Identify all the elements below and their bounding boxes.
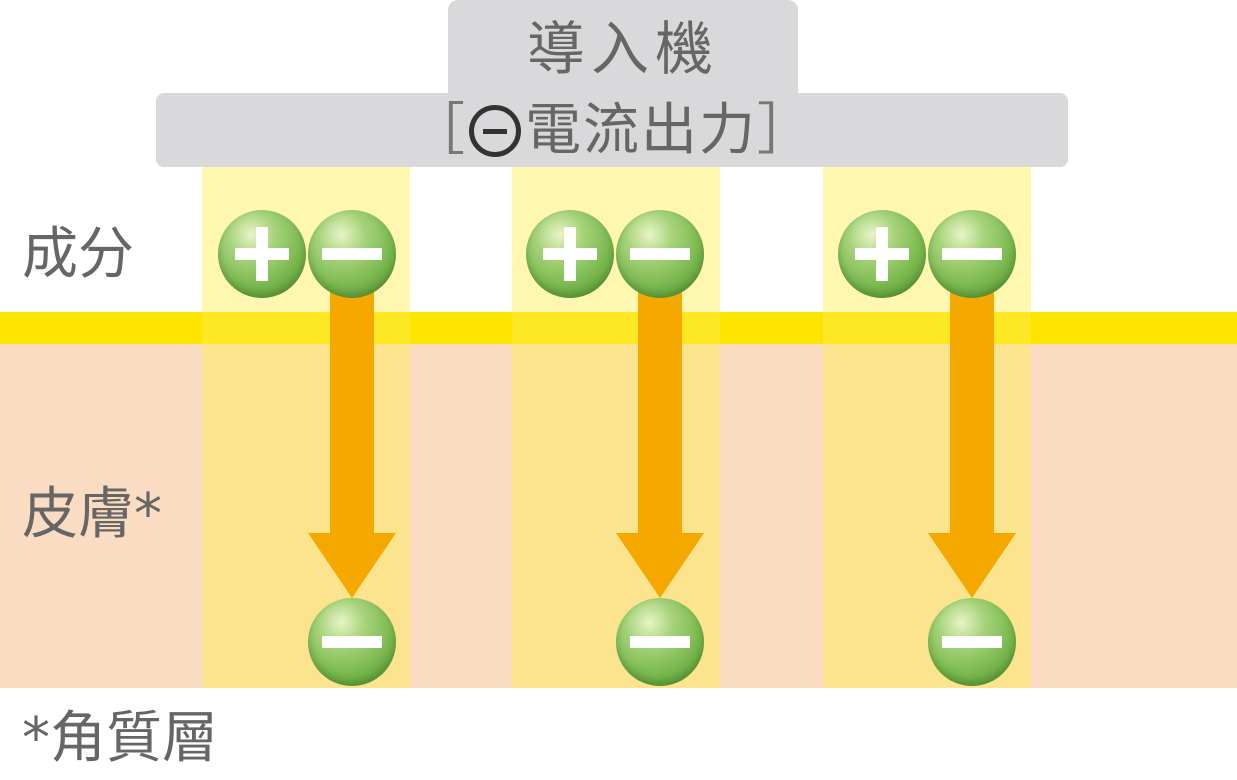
plus-icon — [838, 210, 926, 298]
device-title: 導入機 — [526, 15, 719, 83]
minus-icon — [928, 210, 1016, 298]
subtitle-open-bracket: ［ — [409, 98, 467, 163]
minus-icon — [928, 598, 1016, 686]
footnote-label: *角質層 — [22, 706, 218, 771]
ionto-device — [0, 0, 1237, 167]
ingredient-label: 成分 — [22, 222, 134, 287]
subtitle-close-bracket: ］ — [757, 98, 815, 163]
minus-icon — [308, 598, 396, 686]
skin-surface-line — [0, 312, 1237, 344]
minus-icon — [308, 210, 396, 298]
device-bottom-panel — [156, 93, 1068, 167]
plus-icon — [218, 210, 306, 298]
device-subtitle: ［ 電流出力 ］ — [156, 96, 1068, 166]
plus-icon — [526, 210, 614, 298]
minus-icon — [616, 598, 704, 686]
minus-in-circle-icon — [469, 105, 521, 157]
skin-label: 皮膚* — [22, 482, 162, 547]
device-top-panel — [448, 0, 798, 110]
subtitle-text: 電流出力 — [525, 98, 757, 163]
minus-icon — [616, 210, 704, 298]
